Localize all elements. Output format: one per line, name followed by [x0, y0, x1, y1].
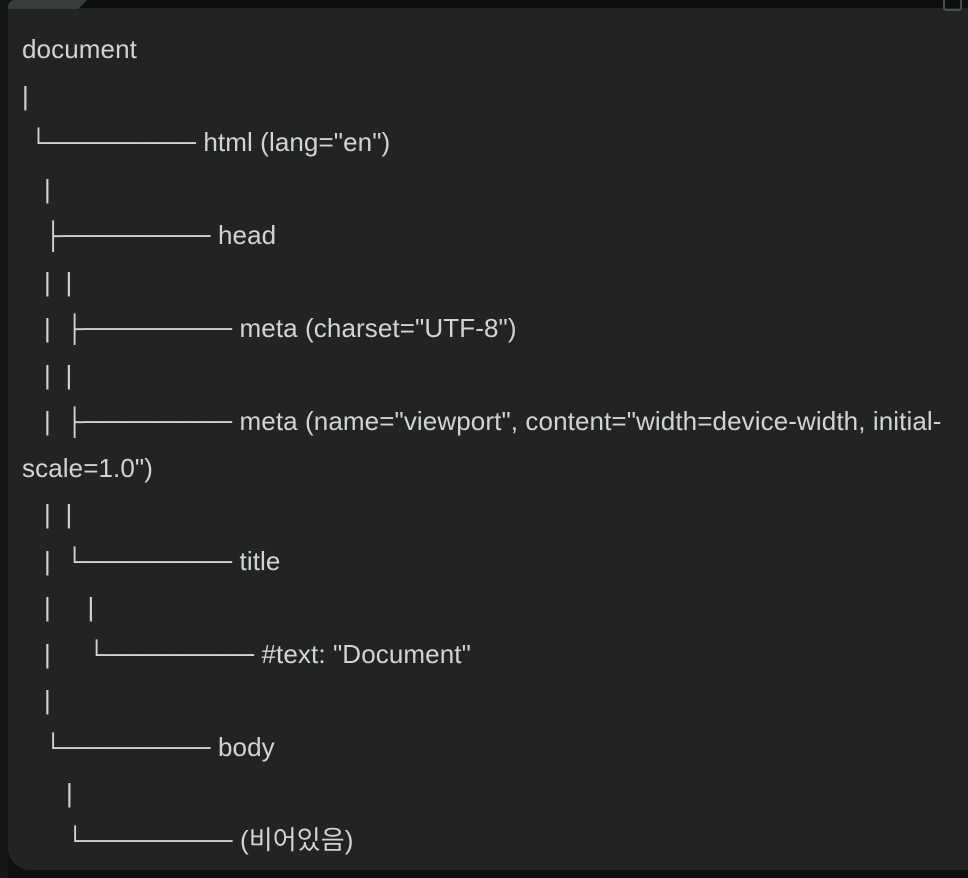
browser-tab-chip[interactable] [8, 0, 87, 9]
cut-off-glyph-icon [943, 0, 962, 11]
left-gutter [0, 0, 8, 878]
dom-tree-text: document | └──────── html (lang="en") | … [22, 34, 942, 855]
dom-tree-output-card: document | └──────── html (lang="en") | … [8, 8, 968, 870]
